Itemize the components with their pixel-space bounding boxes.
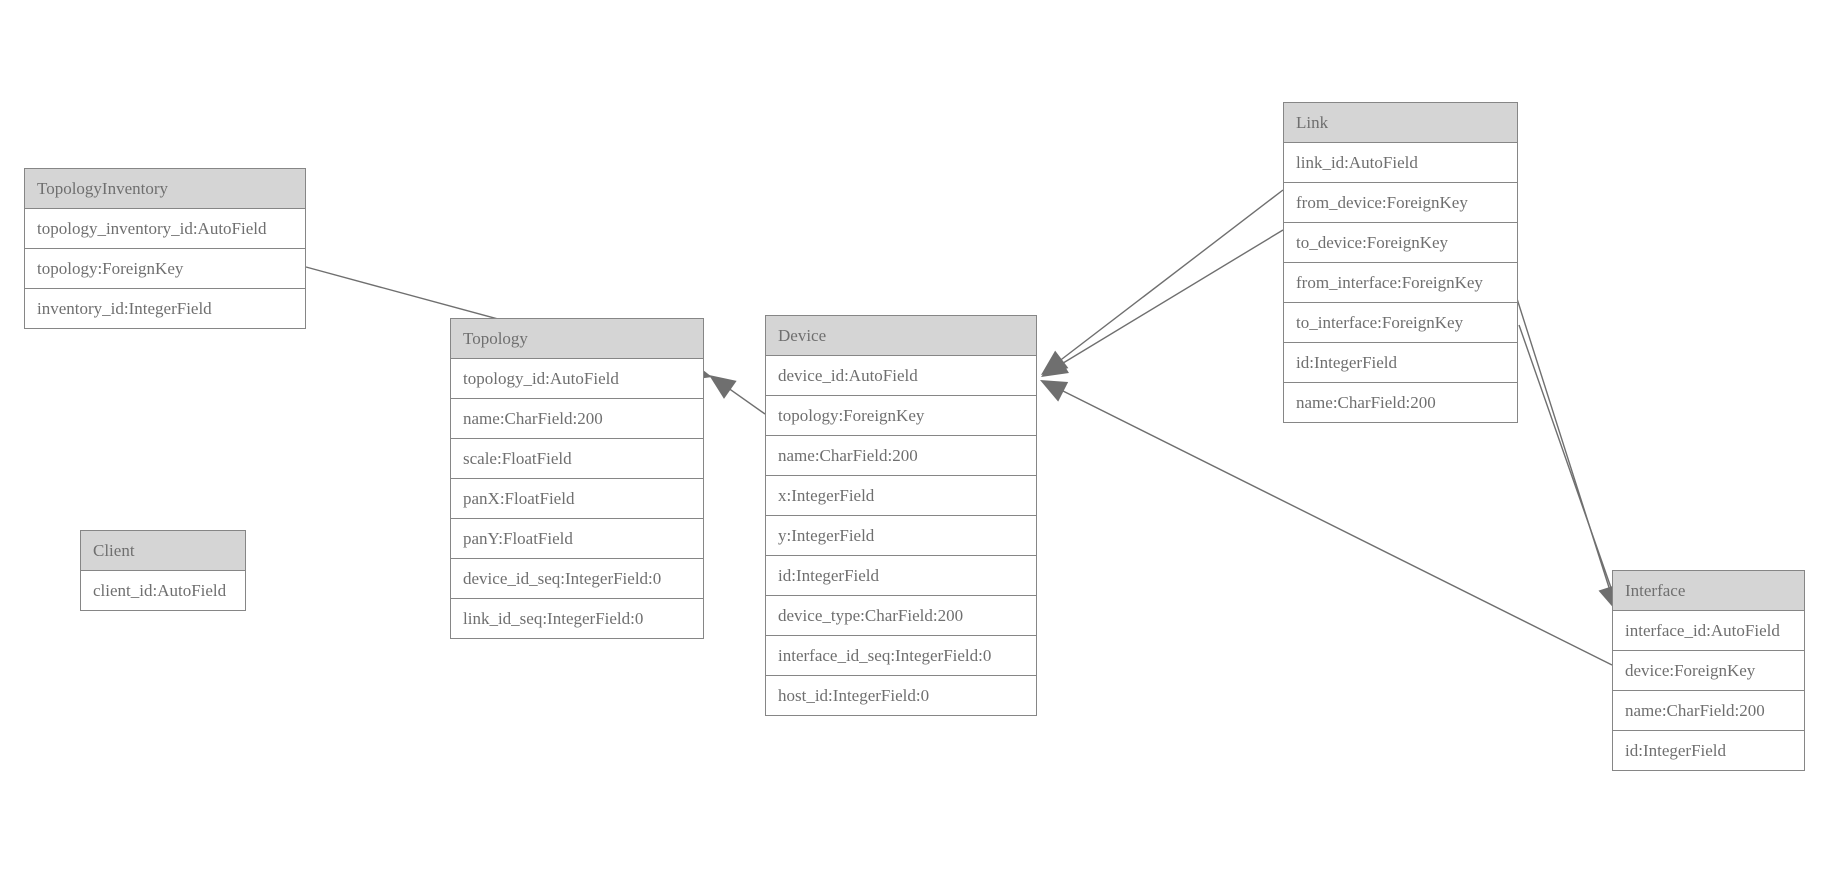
entity-field: topology_inventory_id:AutoField (25, 209, 305, 249)
relationship-line (1044, 381, 1613, 666)
entity-field: host_id:IntegerField:0 (766, 676, 1036, 715)
entity-field: device_type:CharField:200 (766, 596, 1036, 636)
entity-title-link: Link (1284, 103, 1517, 143)
relationship-link-to-interface (1518, 324, 1617, 603)
entity-title-topologyinventory: TopologyInventory (25, 169, 305, 209)
relationship-arrowhead (709, 375, 737, 399)
entity-field: topology_id:AutoField (451, 359, 703, 399)
entity-field: device_id_seq:IntegerField:0 (451, 559, 703, 599)
relationship-link-from-device (1041, 189, 1284, 375)
entity-field: y:IntegerField (766, 516, 1036, 556)
entity-field: link_id:AutoField (1284, 143, 1517, 183)
entity-field: link_id_seq:IntegerField:0 (451, 599, 703, 638)
entity-field: from_interface:ForeignKey (1284, 263, 1517, 303)
entity-field: inventory_id:IntegerField (25, 289, 305, 328)
entity-field: client_id:AutoField (81, 571, 245, 610)
entity-title-client: Client (81, 531, 245, 571)
relationship-line (1044, 189, 1284, 373)
entity-field: panX:FloatField (451, 479, 703, 519)
entity-field: id:IntegerField (766, 556, 1036, 596)
entity-field: to_interface:ForeignKey (1284, 303, 1517, 343)
entity-title-topology: Topology (451, 319, 703, 359)
relationship-link-to-device (1041, 229, 1284, 377)
relationship-line (1518, 324, 1617, 603)
entity-field: name:CharField:200 (1613, 691, 1804, 731)
entity-field: name:CharField:200 (1284, 383, 1517, 422)
entity-field: interface_id_seq:IntegerField:0 (766, 636, 1036, 676)
relationship-link-from-interface (1511, 282, 1620, 612)
entity-field: to_device:ForeignKey (1284, 223, 1517, 263)
entity-field: x:IntegerField (766, 476, 1036, 516)
entity-title-device: Device (766, 316, 1036, 356)
relationship-device-topology (709, 375, 766, 415)
entity-field: topology:ForeignKey (766, 396, 1036, 436)
relationship-arrowhead (1040, 380, 1069, 402)
entity-field: scale:FloatField (451, 439, 703, 479)
entity-title-interface: Interface (1613, 571, 1804, 611)
entity-field: id:IntegerField (1613, 731, 1804, 770)
entity-field: device:ForeignKey (1613, 651, 1804, 691)
entity-field: from_device:ForeignKey (1284, 183, 1517, 223)
relationship-arrowhead (1041, 350, 1069, 375)
entity-field: interface_id:AutoField (1613, 611, 1804, 651)
entity-field: device_id:AutoField (766, 356, 1036, 396)
relationship-line (1511, 282, 1614, 601)
relationship-line (1044, 229, 1284, 375)
entity-field: name:CharField:200 (451, 399, 703, 439)
entity-field: topology:ForeignKey (25, 249, 305, 289)
entity-field: name:CharField:200 (766, 436, 1036, 476)
relationship-line (713, 377, 766, 415)
entity-field: panY:FloatField (451, 519, 703, 559)
entity-field: id:IntegerField (1284, 343, 1517, 383)
relationship-arrowhead (1041, 354, 1069, 377)
